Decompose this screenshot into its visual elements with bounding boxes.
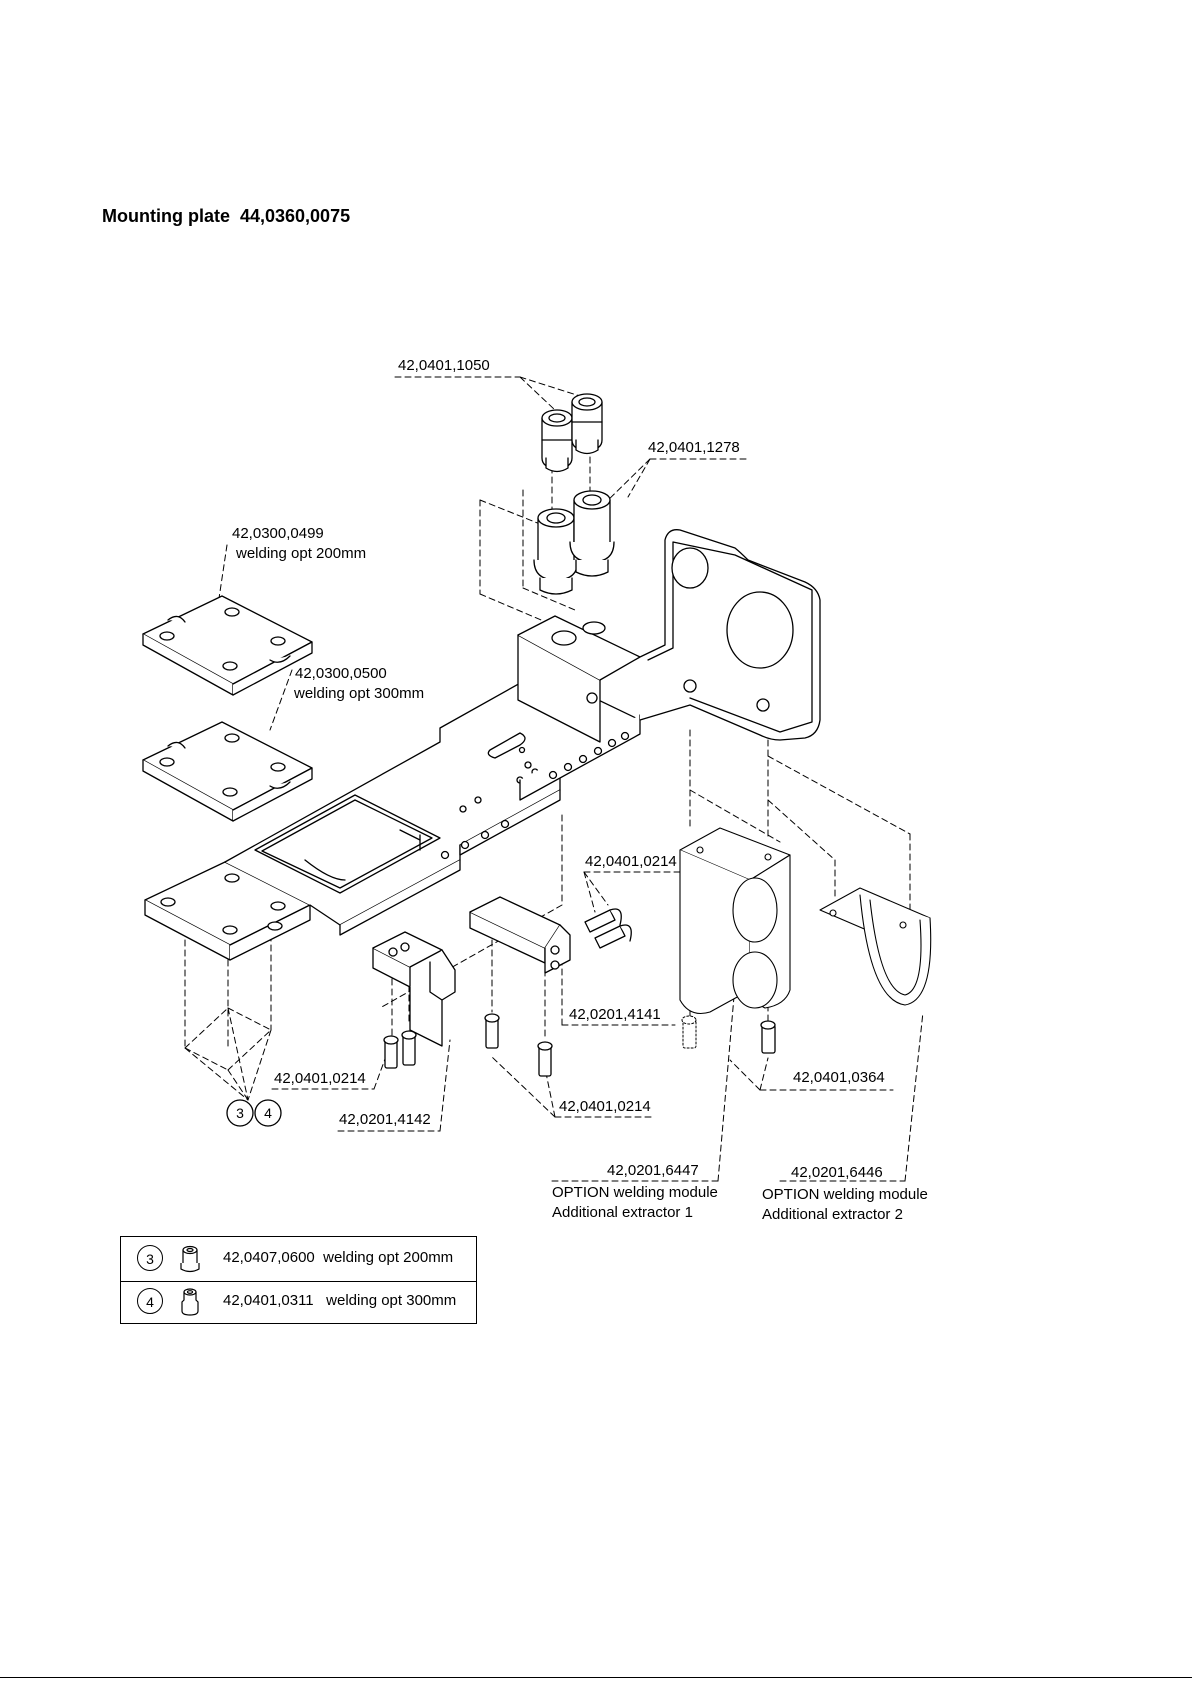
callout-42-0201-6446: 42,0201,6446: [791, 1164, 883, 1181]
standoff-icon: [181, 1288, 199, 1316]
bracket-4141: [469, 896, 571, 974]
callout-42-0201-4141: 42,0201,4141: [569, 1006, 661, 1023]
screws-4141: [584, 908, 632, 949]
thread-adapter-1: [533, 508, 579, 595]
screws-bracket-1: [681, 1015, 697, 1049]
legend-part-number: 42,0407,0600: [223, 1249, 315, 1266]
legend-description: welding opt 200mm: [323, 1249, 454, 1266]
legend-text: 42,0407,0600 welding opt 200mm: [223, 1249, 453, 1266]
callout-6446-description-2: Additional extractor 2: [762, 1206, 903, 1223]
callout-42-0201-6447: 42,0201,6447: [607, 1162, 699, 1179]
plate-0500: [142, 721, 313, 822]
callout-42-0300-0499: 42,0300,0499: [232, 525, 324, 542]
bracket-4142: [372, 931, 456, 1047]
callout-42-0401-0214-a: 42,0401,0214: [585, 853, 677, 870]
ref-circle-3-label: 3: [236, 1105, 244, 1121]
thread-adapter-2: [569, 490, 615, 577]
screw-bracket-1b: [760, 1020, 776, 1054]
callout-0500-description: welding opt 300mm: [294, 685, 425, 702]
title-text: Mounting plate: [102, 206, 230, 226]
legend-ref-circle: 3: [137, 1245, 163, 1271]
title-part-number: 44,0360,0075: [239, 206, 351, 226]
callout-6447-description-1: OPTION welding module: [552, 1184, 718, 1201]
page-title: Mounting plate 44,0360,0075: [102, 206, 350, 227]
main-plate: [144, 671, 641, 961]
legend-part-number: 42,0401,0311: [223, 1292, 314, 1309]
callout-42-0201-4142: 42,0201,4142: [339, 1111, 431, 1128]
push-fitting-2: [571, 393, 603, 455]
callout-42-0401-0364: 42,0401,0364: [793, 1069, 885, 1086]
page-bottom-rule: [0, 1677, 1192, 1678]
plate-0499: [142, 595, 313, 696]
legend-ref-circle: 4: [137, 1288, 163, 1314]
callout-0499-description: welding opt 200mm: [236, 545, 367, 562]
standoff-icon: [180, 1245, 200, 1273]
callout-42-0300-0500: 42,0300,0500: [295, 665, 387, 682]
ref-circle-4-label: 4: [264, 1105, 272, 1121]
legend-row: 4 42,0401,0311 welding opt 300mm: [121, 1280, 476, 1324]
screws-bracket-4142: [383, 1013, 553, 1077]
callout-42-0401-0214-b: 42,0401,0214: [274, 1070, 366, 1087]
legend-row: 3 42,0407,0600 welding opt 200mm: [121, 1237, 476, 1282]
extractor-bracket-2: [819, 887, 932, 1006]
extractor-bracket-1: [679, 827, 791, 1015]
ref-circles: [226, 1099, 282, 1127]
callout-42-0401-0214-c: 42,0401,0214: [559, 1098, 651, 1115]
callout-42-0401-1050: 42,0401,1050: [398, 357, 490, 374]
legend-text: 42,0401,0311 welding opt 300mm: [223, 1292, 456, 1309]
legend-description: welding opt 300mm: [326, 1292, 457, 1309]
vertical-flange: [517, 529, 821, 743]
push-fitting-1: [541, 409, 573, 473]
callout-6446-description-1: OPTION welding module: [762, 1186, 928, 1203]
callout-42-0401-1278: 42,0401,1278: [648, 439, 740, 456]
callout-6447-description-2: Additional extractor 1: [552, 1204, 693, 1221]
legend-table: 3 42,0407,0600 welding opt 200mm 4 42,04…: [120, 1236, 477, 1324]
